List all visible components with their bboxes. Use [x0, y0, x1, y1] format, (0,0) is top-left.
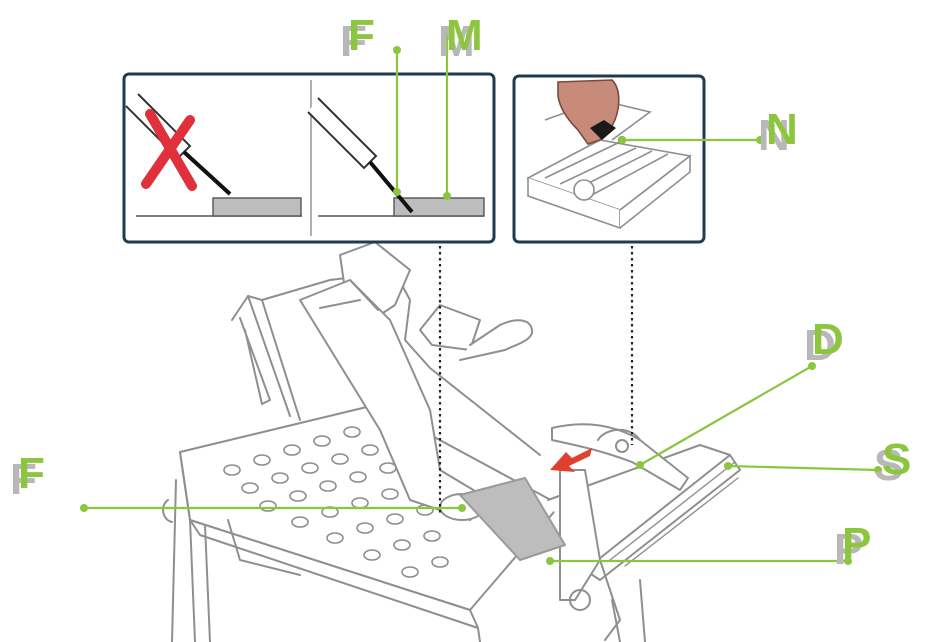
tile-saw-machine	[162, 241, 741, 642]
inset-guide-screw	[512, 74, 706, 244]
leader-dots	[80, 32, 882, 565]
label-s-shadow: S	[874, 441, 903, 490]
hand-icon	[557, 79, 626, 145]
inset-blade-height	[122, 72, 496, 244]
table-slots	[223, 426, 449, 578]
arrow-icon	[550, 448, 592, 472]
label-m-top-shadow: M	[438, 17, 475, 66]
cross-icon	[141, 109, 197, 191]
dotted-guides	[438, 240, 634, 515]
label-d-shadow: D	[804, 321, 836, 370]
correct-example	[307, 97, 485, 217]
label-p-shadow: P	[834, 525, 863, 574]
label-n: N	[766, 105, 798, 154]
label-p: P	[842, 519, 871, 568]
leader-lines	[84, 36, 879, 563]
label-n-shadow: N	[758, 111, 790, 160]
label-letters: F M N D S F P	[18, 11, 911, 568]
label-f-top-shadow: F	[340, 17, 367, 66]
label-shadows: F M N D S F P	[10, 17, 903, 574]
label-m-top: M	[446, 11, 483, 60]
label-f-top: F	[348, 11, 375, 60]
label-s: S	[882, 435, 911, 484]
label-f-left: F	[18, 449, 45, 498]
label-f-left-shadow: F	[10, 455, 37, 504]
label-d: D	[812, 315, 844, 364]
